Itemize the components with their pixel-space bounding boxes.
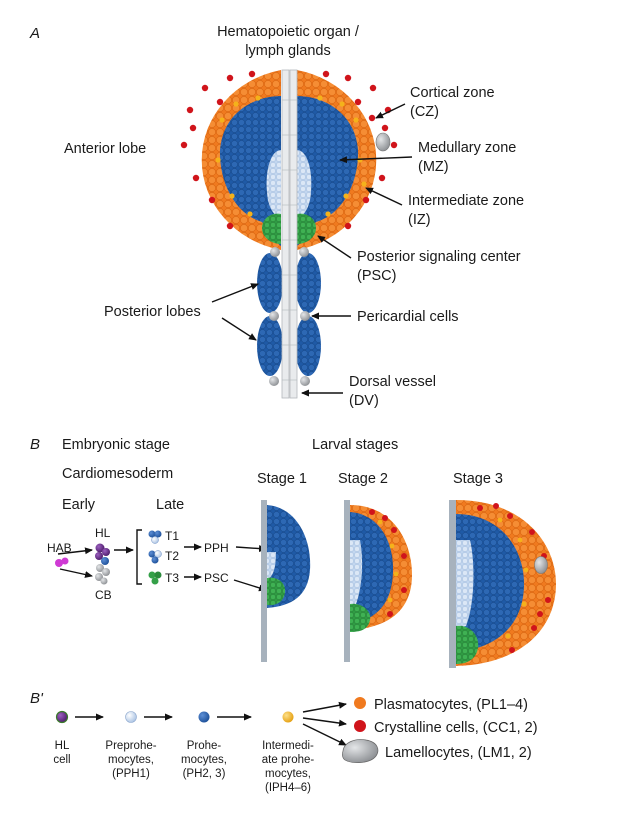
- pro-line2: mocytes,: [181, 754, 227, 766]
- dv-label-line2: (DV): [349, 393, 379, 409]
- lamellocytes-label: Lamellocytes, (LM1, 2): [385, 745, 532, 761]
- organ-title-line2: lymph glands: [245, 43, 330, 59]
- int-line4: (IPH4–6): [265, 782, 311, 794]
- iz-label-line2: (IZ): [408, 212, 431, 228]
- larval-stages-label: Larval stages: [312, 437, 398, 453]
- iz-label-line1: Intermediate zone: [408, 193, 524, 209]
- iz-arrow: [365, 187, 403, 206]
- t1-cell: [148, 530, 162, 544]
- cz-arrow: [375, 103, 406, 119]
- cb-label: CB: [95, 588, 112, 602]
- cb-cell-cluster: [95, 564, 110, 585]
- psc-arrow: [317, 235, 352, 259]
- dorsal-vessel: [281, 69, 298, 399]
- pph-label: PPH: [204, 541, 229, 555]
- cardiomesoderm-label: Cardiomesoderm: [62, 466, 173, 482]
- mz-arrow: [339, 156, 413, 164]
- anterior-lobe-label: Anterior lobe: [64, 141, 146, 157]
- cz-label-line1: Cortical zone: [410, 85, 495, 101]
- late-label: Late: [156, 497, 184, 513]
- pericardial-cells: [269, 247, 310, 386]
- anterior-lobe-left: [180, 70, 281, 250]
- plasmatocytes-label: Plasmatocytes, (PL1–4): [374, 697, 528, 713]
- posterior-lobes: [257, 253, 321, 376]
- hab-to-cb-arrow: [59, 568, 93, 578]
- cz-label-line2: (CZ): [410, 104, 439, 120]
- dv-label-line1: Dorsal vessel: [349, 374, 436, 390]
- stage3-lobe: [449, 500, 556, 668]
- crystalline-cell-icon: [354, 720, 366, 732]
- pro-line1: Prohe-: [187, 740, 222, 752]
- anterior-lobe-right: [297, 70, 398, 250]
- int-line3: mocytes,: [265, 768, 311, 780]
- late-bracket: [136, 529, 142, 585]
- hab-label: HAB: [47, 541, 72, 555]
- mz-label-line1: Medullary zone: [418, 140, 516, 156]
- crystalline-label: Crystalline cells, (CC1, 2): [374, 720, 538, 736]
- t1-label: T1: [165, 529, 179, 543]
- lamellocyte-shape: [375, 132, 391, 152]
- stage1-label: Stage 1: [257, 471, 307, 487]
- int-to-cc-arrow: [302, 717, 347, 727]
- preprohemocyte-icon: [125, 711, 137, 723]
- int-to-lm-arrow: [302, 723, 347, 746]
- hl-cell-line2: cell: [53, 754, 70, 766]
- stage3-lamellocyte: [534, 556, 548, 574]
- mz-label-line2: (MZ): [418, 159, 449, 175]
- psc-to-stage1-arrow: [233, 579, 267, 592]
- plasmatocyte-icon: [354, 697, 366, 709]
- hl-cell-icon: [55, 710, 69, 724]
- t2-cell: [148, 550, 162, 564]
- hab-cell: [55, 557, 69, 567]
- posterior-lobes-label: Posterior lobes: [104, 304, 201, 320]
- pre-line2: mocytes,: [108, 754, 154, 766]
- lamellocyte-icon: [342, 739, 379, 763]
- psc-small-label: PSC: [204, 571, 229, 585]
- stage2-lobe: [344, 500, 412, 662]
- hab-to-hl-arrow: [57, 547, 93, 555]
- t3-cell: [148, 571, 162, 585]
- intermediate-prohemocyte-icon: [282, 711, 294, 723]
- prohemocyte-icon: [198, 711, 210, 723]
- organ-title-line1: Hematopoietic organ /: [217, 24, 360, 40]
- pericardial-label: Pericardial cells: [357, 309, 459, 325]
- hl-cell-line1: HL: [55, 740, 70, 752]
- hl-label: HL: [95, 526, 111, 540]
- early-label: Early: [62, 497, 96, 513]
- t3-label: T3: [165, 571, 179, 585]
- stage1-lobe: [261, 500, 311, 662]
- pre-line3: (PPH1): [112, 768, 150, 780]
- panel-b-label: B: [30, 436, 40, 453]
- posterior-arrow-lower: [221, 317, 257, 341]
- panel-a-label: A: [29, 25, 40, 42]
- int-line1: Intermedi-: [262, 740, 314, 752]
- hl-cell-cluster: [95, 543, 110, 565]
- t2-label: T2: [165, 549, 179, 563]
- int-line2: ate prohe-: [262, 754, 315, 766]
- stage3-label: Stage 3: [453, 471, 503, 487]
- stage2-label: Stage 2: [338, 471, 388, 487]
- posterior-arrow-upper: [211, 283, 259, 303]
- pro-line3: (PH2, 3): [183, 768, 226, 780]
- pre-line1: Preprohe-: [105, 740, 156, 752]
- psc-label-line1: Posterior signaling center: [357, 249, 521, 265]
- panel-b-prime-label: B': [30, 690, 44, 707]
- int-to-pl-arrow: [302, 701, 347, 713]
- psc-label-line2: (PSC): [357, 268, 396, 284]
- embryonic-stage-label: Embryonic stage: [62, 437, 170, 453]
